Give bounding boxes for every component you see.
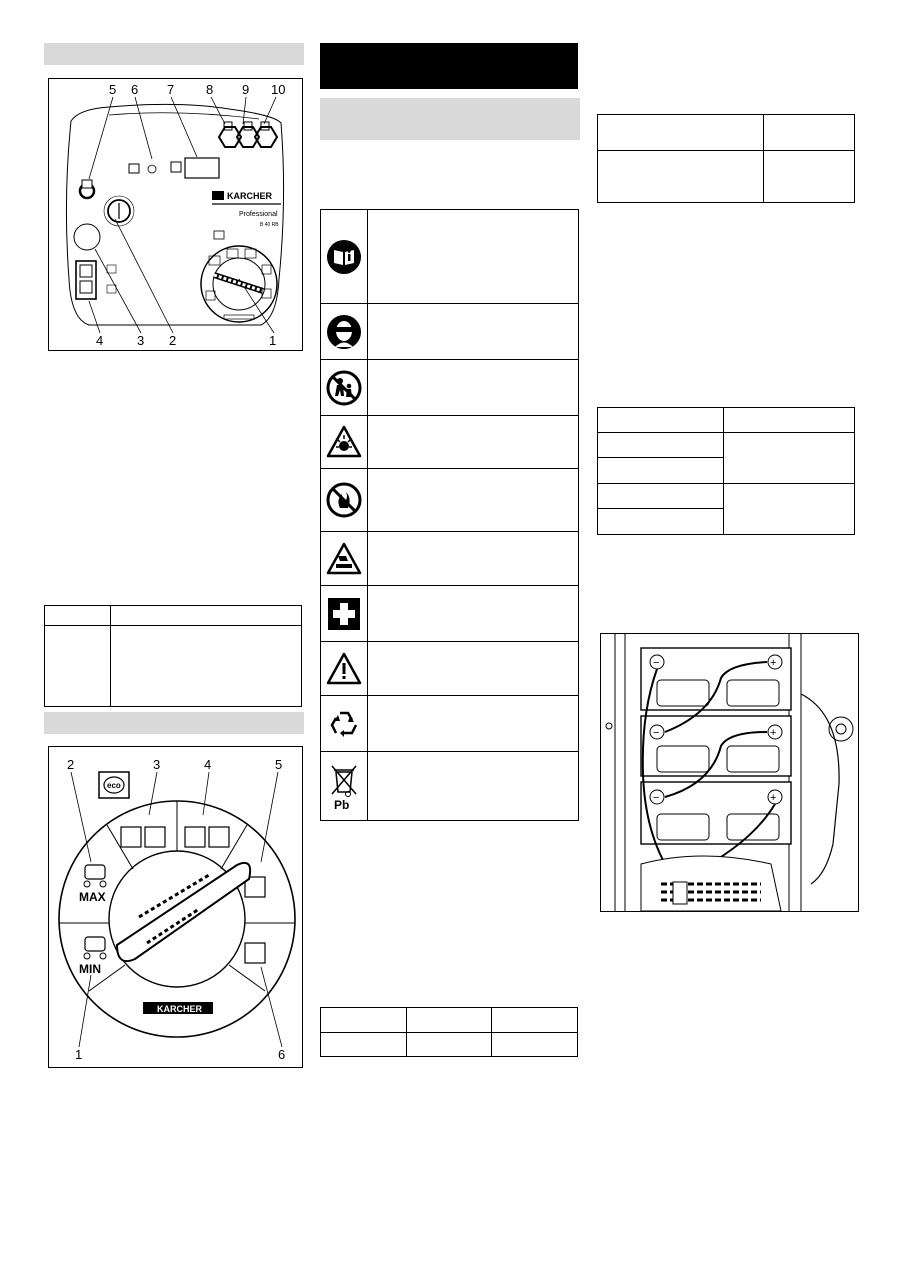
terminal-plus: + <box>770 657 776 669</box>
callout-9: 9 <box>242 82 249 97</box>
control-panel-figure: 5 6 7 8 9 10 4 3 2 1 <box>48 78 303 351</box>
callout-1: 1 <box>75 1047 82 1062</box>
keep-children-away-icon <box>326 370 362 405</box>
symbol-row <box>321 360 578 416</box>
callout-4: 4 <box>204 757 211 772</box>
no-fire-no-smoking-icon <box>326 482 362 518</box>
symbols-table: Pb <box>320 209 579 821</box>
section-header-control-panel <box>44 43 304 65</box>
callout-6: 6 <box>131 82 138 97</box>
chapter-header-bar <box>320 43 578 89</box>
control-panel-drawing: 5 6 7 8 9 10 4 3 2 1 <box>65 82 285 348</box>
symbol-row <box>321 532 578 586</box>
terminal-minus: − <box>653 727 659 739</box>
terminal-minus: − <box>653 792 659 804</box>
battery-drawing: − + − + − + <box>605 634 854 912</box>
terminal-plus: + <box>770 792 776 804</box>
eco-label: eco <box>107 781 121 790</box>
callout-2: 2 <box>67 757 74 772</box>
section-header-symbols <box>320 98 580 140</box>
callout-4: 4 <box>96 333 103 348</box>
callout-3: 3 <box>153 757 160 772</box>
symbol-row <box>321 416 578 469</box>
callout-5: 5 <box>275 757 282 772</box>
recycle-icon <box>330 711 358 737</box>
table-right-middle <box>597 407 855 535</box>
program-selector-figure: 2 3 4 5 1 6 eco MAX MIN <box>48 746 303 1068</box>
general-warning-icon <box>326 652 362 684</box>
table-middle <box>320 1007 578 1057</box>
terminal-plus: + <box>770 727 776 739</box>
symbol-row <box>321 304 578 360</box>
callout-10: 10 <box>271 82 285 97</box>
terminal-minus: − <box>653 657 659 669</box>
callout-5: 5 <box>109 82 116 97</box>
panel-brand: KARCHER <box>227 191 273 201</box>
battery-figure: − + − + − + <box>600 633 859 912</box>
symbol-row <box>321 586 578 642</box>
symbol-row <box>321 642 578 696</box>
callout-2: 2 <box>169 333 176 348</box>
panel-product-line: Professional <box>239 211 278 218</box>
callout-7: 7 <box>167 82 174 97</box>
program-selector-drawing: 2 3 4 5 1 6 eco MAX MIN <box>58 757 296 1062</box>
callout-3: 3 <box>137 333 144 348</box>
callout-6: 6 <box>278 1047 285 1062</box>
symbol-row: Pb <box>321 752 578 820</box>
section-header-program-selector <box>44 712 304 734</box>
explosive-warning-icon <box>326 425 362 458</box>
manual-info-icon <box>327 239 361 274</box>
min-label: MIN <box>79 962 101 976</box>
wear-goggles-icon <box>327 314 361 349</box>
symbol-row <box>321 696 578 752</box>
max-label: MAX <box>79 890 106 904</box>
battery-cells <box>640 647 792 845</box>
symbol-row <box>321 469 578 532</box>
first-aid-icon <box>328 597 360 630</box>
table-left <box>44 605 302 707</box>
symbol-row <box>321 210 578 304</box>
crossed-bin-pb-icon: Pb <box>331 765 357 812</box>
callout-8: 8 <box>206 82 213 97</box>
dial-brand: KARCHER <box>157 1004 203 1014</box>
callout-1: 1 <box>269 333 276 348</box>
acid-burn-warning-icon <box>326 542 362 574</box>
pb-label: Pb <box>334 798 349 812</box>
table-right-top <box>597 114 855 203</box>
panel-model: B 40 RB <box>260 222 279 228</box>
